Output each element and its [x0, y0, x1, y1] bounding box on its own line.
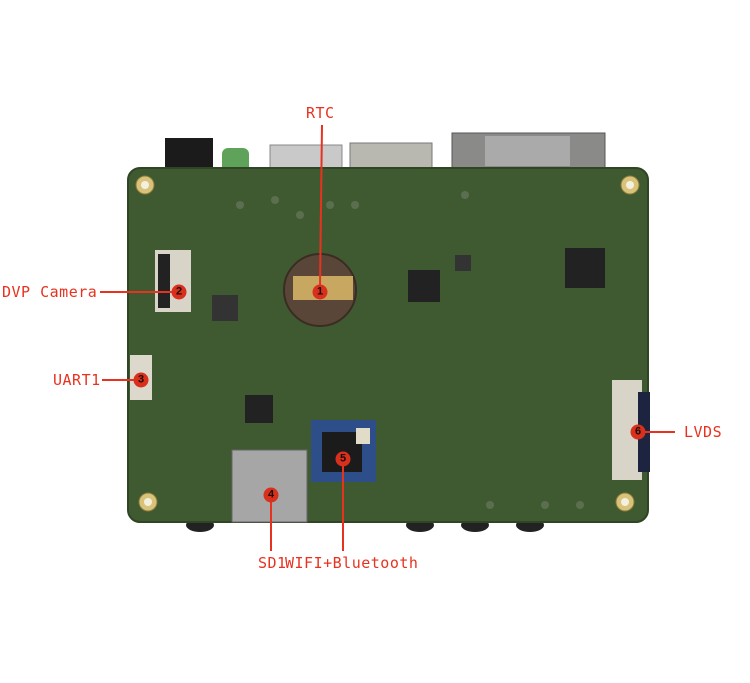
label-lvds: LVDS	[684, 423, 723, 441]
power-jack	[165, 138, 213, 172]
label-sd1: SD1	[258, 554, 287, 572]
marker-5: 5	[335, 451, 351, 467]
leader-lines	[100, 124, 675, 551]
label-dvp-camera: DVP Camera	[2, 283, 98, 301]
usb-port	[269, 144, 343, 172]
label-uart1: UART1	[53, 371, 101, 389]
marker-6: 6	[630, 424, 646, 440]
label-rtc: RTC	[306, 104, 335, 122]
pcb-board	[128, 168, 648, 522]
marker-2: 2	[171, 284, 187, 300]
label-wifi-bluetooth: WIFI+Bluetooth	[285, 554, 419, 572]
marker-4: 4	[263, 487, 279, 503]
sd-card-slot	[231, 449, 308, 523]
marker-1: 1	[312, 284, 328, 300]
ethernet-port	[349, 142, 433, 172]
marker-3: 3	[133, 372, 149, 388]
